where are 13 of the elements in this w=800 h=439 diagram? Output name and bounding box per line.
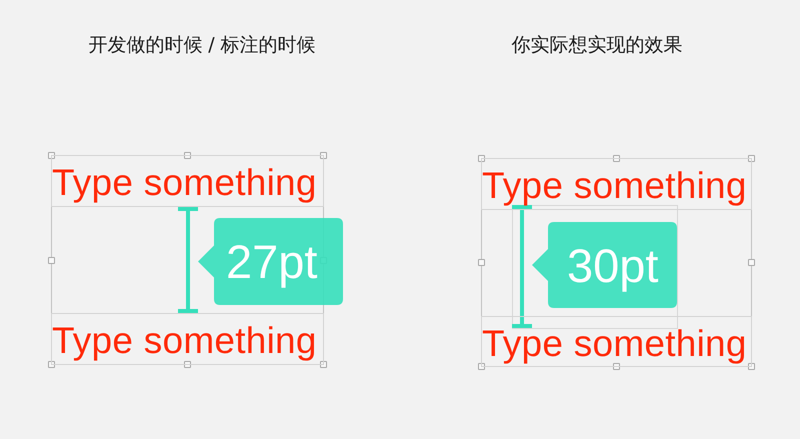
text-box [481, 158, 752, 210]
sample-text: Type something [482, 167, 747, 204]
sample-text: Type something [482, 324, 747, 362]
heading: 你实际想实现的效果 [512, 33, 682, 57]
text-box [51, 155, 324, 207]
sample-text: Type something [52, 322, 317, 359]
selection-frame [481, 158, 752, 367]
text-box [51, 313, 324, 365]
sample-text: Type something [52, 164, 317, 201]
callout-bubble [198, 218, 343, 305]
text-box [481, 316, 752, 367]
heading: 开发做的时候 / 标注的时候 [88, 33, 316, 57]
callout-bubble [532, 222, 677, 308]
